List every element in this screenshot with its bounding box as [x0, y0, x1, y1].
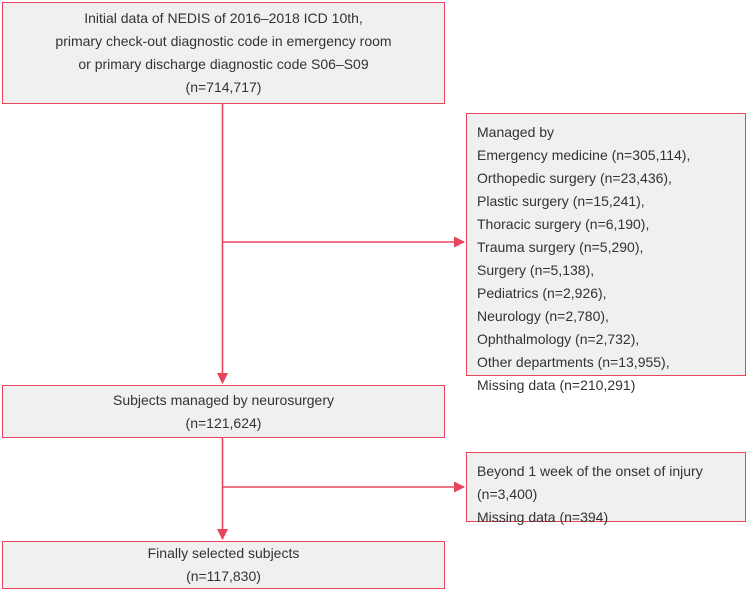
node-finally-selected-subjects: Finally selected subjects (n=117,830) — [2, 541, 445, 589]
node-excluded-beyond-one-week: Beyond 1 week of the onset of injury (n=… — [466, 452, 746, 525]
node-excluded-managed-by-departments: Managed by Emergency medicine (n=305,114… — [466, 113, 746, 393]
node-subjects-managed-by-neurosurgery: Subjects managed by neurosurgery (n=121,… — [2, 385, 445, 438]
node-initial-data: Initial data of NEDIS of 2016–2018 ICD 1… — [2, 2, 445, 104]
